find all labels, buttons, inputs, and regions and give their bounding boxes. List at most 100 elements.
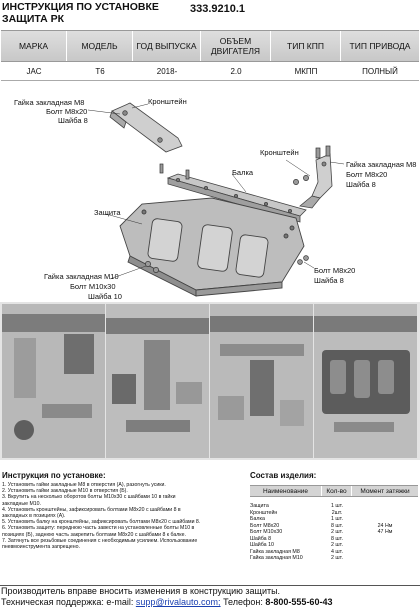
- spec-header-gearbox: ТИП КПП: [271, 31, 341, 61]
- instructions-title: Инструкция по установке:: [2, 471, 106, 480]
- assembly-diagram: Гайка закладная М8 Болт М8х20 Шайба 8 Кр…: [0, 86, 420, 301]
- vehicle-spec-table: МАРКА МОДЕЛЬ ГОД ВЫПУСКА ОБЪЕМ ДВИГАТЕЛЯ…: [1, 30, 419, 81]
- leader-lines: [87, 103, 345, 280]
- kit-row: Шайба 10 2 шт.: [250, 542, 418, 549]
- label-bolt-m10: Болт М10х30: [70, 282, 116, 291]
- kit-header-name: Наименование: [250, 486, 322, 496]
- kit-item-qty: 2 шт.: [331, 555, 343, 561]
- label-nut-m10: Гайка закладная М10: [44, 272, 119, 281]
- footer-notice: Производитель вправе вносить изменения в…: [1, 586, 281, 596]
- installation-photo-3: [210, 304, 313, 458]
- right-bracket-drawing: [299, 153, 333, 209]
- bottom-fasteners-drawing: [145, 255, 309, 273]
- label-washer-10: Шайба 10: [88, 292, 122, 301]
- kit-contents: Состав изделия: Наименование Кол-во Моме…: [250, 471, 418, 562]
- label-bolt-m8-right: Болт М8х20: [346, 170, 388, 179]
- right-fasteners-drawing: [293, 145, 331, 185]
- document-title: ИНСТРУКЦИЯ ПО УСТАНОВКЕ ЗАЩИТА РК: [2, 1, 159, 25]
- kit-row: Кронштейн 2шт.: [250, 510, 418, 517]
- label-guard: Защита: [94, 208, 121, 217]
- kit-item-qty: 2шт.: [331, 509, 343, 516]
- kit-row: Болт М10х30 2 шт. 47 Нм: [250, 529, 418, 536]
- kit-item-name: Гайка закладная М10: [250, 555, 303, 561]
- kit-row: Балка 1 шт.: [250, 516, 418, 523]
- installation-photo-1: [2, 304, 105, 458]
- spec-drive: ПОЛНЫЙ: [362, 66, 398, 76]
- spec-engine: 2.0: [230, 66, 242, 76]
- kit-row: Защита 1 шт.: [250, 503, 418, 510]
- instruction-step: 2. Установить гайки закладные М10 в отве…: [2, 488, 128, 495]
- label-nut-m8-right: Гайка закладная М8: [346, 160, 417, 169]
- kit-item-name: Гайка закладная М8: [250, 548, 300, 555]
- support-prefix: Техническая поддержка: e-mail:: [1, 597, 136, 607]
- kit-item-qty: 1 шт.: [331, 516, 343, 522]
- underbody-photo-4: [314, 304, 417, 458]
- label-washer-8-bottom: Шайба 8: [314, 276, 344, 285]
- spec-table-row: JAC T6 2018- 2.0 МКПП ПОЛНЫЙ: [1, 62, 419, 81]
- label-bolt-m8-bottom: Болт М8х20: [314, 266, 356, 275]
- underbody-photo-1: [2, 304, 105, 458]
- spec-table-header: МАРКА МОДЕЛЬ ГОД ВЫПУСКА ОБЪЕМ ДВИГАТЕЛЯ…: [1, 30, 419, 62]
- kit-item-name: Болт М8х20: [250, 522, 280, 529]
- label-washer-8-right: Шайба 8: [346, 180, 376, 189]
- spec-header-make: МАРКА: [1, 31, 67, 61]
- kit-item-qty: 2 шт.: [331, 529, 343, 535]
- assembly-drawing: [87, 102, 345, 297]
- support-email-link[interactable]: supp@rivalauto.com;: [135, 597, 221, 607]
- kit-row: Болт М8х20 8 шт. 24 Нм: [250, 523, 418, 530]
- instruction-step: закладные М10.: [2, 500, 41, 507]
- label-beam: Балка: [232, 168, 254, 177]
- kit-header-torque: Момент затяжки: [360, 487, 410, 495]
- kit-header-qty: Кол-во: [322, 486, 352, 496]
- kit-item-name: Шайба 10: [250, 542, 274, 548]
- instructions-list: 1. Установить гайки закладные М8 в отвер…: [2, 482, 247, 550]
- instruction-step: позициях (Б), заднюю часть закрепить бол…: [2, 531, 186, 538]
- label-nut-m8-top: Гайка закладная М8: [14, 98, 85, 107]
- skid-plate-drawing: [119, 197, 305, 297]
- label-bolt-m8-top: Болт М8х20: [46, 107, 88, 116]
- kit-item-name: Балка: [250, 516, 265, 522]
- kit-row: Гайка закладная М8 4 шт.: [250, 549, 418, 556]
- underbody-photo-2: [106, 304, 209, 458]
- instruction-step: 7. Затянуть все резьбовые соединения с н…: [2, 537, 198, 544]
- left-bracket-drawing: [109, 102, 183, 153]
- underbody-photo-3: [210, 304, 313, 458]
- kit-row: Гайка закладная М10 2 шт.: [250, 555, 418, 562]
- kit-item-qty: 4 шт.: [331, 548, 343, 555]
- instruction-step: закладных в позициях (А).: [2, 513, 66, 520]
- installation-photo-4: [314, 304, 417, 458]
- kit-item-name: Болт М10х30: [250, 529, 283, 535]
- part-number: 333.9210.1: [190, 3, 246, 15]
- beam-bolts-drawing: [159, 163, 190, 180]
- footer: Производитель вправе вносить изменения в…: [0, 585, 420, 608]
- installation-photo-2: [106, 304, 209, 458]
- instruction-step: 4. Установить кронштейны, зафиксировать …: [2, 506, 181, 513]
- instruction-step: 6. Установить защиту: переднюю часть зав…: [2, 525, 195, 532]
- label-washer-8-top: Шайба 8: [58, 116, 88, 125]
- instruction-step: 5. Установить балку на кронштейны, зафик…: [2, 519, 201, 526]
- spec-make: JAC: [26, 66, 42, 76]
- kit-item-name: Защита: [250, 503, 269, 509]
- kit-torque-m8: 24 Нм: [377, 522, 393, 529]
- support-phone: 8-800-555-60-43: [265, 597, 333, 607]
- spec-header-year: ГОД ВЫПУСКА: [133, 31, 201, 61]
- kit-item-qty: 8 шт.: [331, 535, 343, 542]
- kit-item-name: Шайба 8: [250, 535, 272, 542]
- title-line-1: ИНСТРУКЦИЯ ПО УСТАНОВКЕ: [2, 1, 159, 13]
- installation-instructions: Инструкция по установке: 1. Установить г…: [2, 471, 247, 550]
- kit-torque-m10: 47 Нм: [377, 529, 393, 535]
- kit-item-qty: 1 шт.: [331, 503, 343, 509]
- spec-header-engine: ОБЪЕМ ДВИГАТЕЛЯ: [201, 31, 271, 61]
- kit-item-qty: 2 шт.: [331, 542, 343, 548]
- phone-prefix: Телефон:: [220, 597, 266, 607]
- instruction-step: 3. Вкрутить на несколько оборотов болты …: [2, 494, 176, 501]
- kit-item-name: Кронштейн: [250, 509, 278, 516]
- instruction-step: 1. Установить гайки закладные М8 в отвер…: [2, 482, 166, 488]
- kit-title: Состав изделия:: [250, 471, 317, 480]
- installation-photos: [0, 302, 420, 460]
- spec-header-drive: ТИП ПРИВОДА: [349, 41, 411, 51]
- instruction-step: пневмоинструмента запрещено.: [2, 544, 80, 551]
- footer-support: Техническая поддержка: e-mail: supp@riva…: [1, 597, 420, 608]
- kit-table-header: Наименование Кол-во Момент затяжки: [250, 485, 418, 497]
- spec-header-model: МОДЕЛЬ: [67, 31, 133, 61]
